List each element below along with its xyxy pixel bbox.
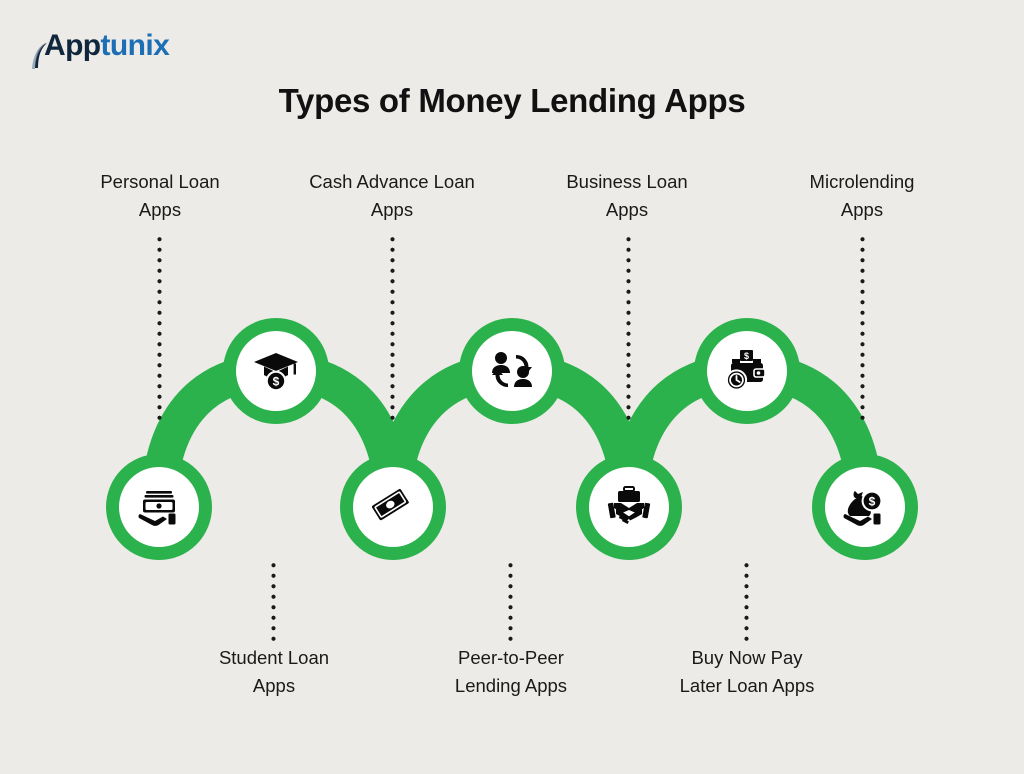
label-personal-loan-apps: Personal Loan Apps [45,168,275,224]
node-icon-disc [589,467,669,547]
label-line-1: Peer-to-Peer [458,647,564,668]
label-line-2: Later Loan Apps [679,675,815,696]
dotted-connector-2 [271,560,276,646]
label-line-1: Microlending [809,171,915,192]
hand-holding-cash-icon [138,491,176,526]
label-line-1: Cash Advance Loan [309,171,475,192]
apptunix-logo[interactable]: Apptunix [30,26,170,69]
label-student-loan-apps: Student Loan Apps [159,644,389,700]
label-line-2: Apps [370,199,414,220]
hand-money-bag-icon: $ [843,490,883,526]
node-icon-disc: $ [707,331,787,411]
logo-text-app: App [44,29,101,62]
node-personal-loan-apps[interactable] [106,454,212,560]
dotted-connector-3 [390,234,395,420]
label-line-1: Buy Now Pay [691,647,803,668]
node-icon-disc: $ [825,467,905,547]
people-exchange-icon [492,352,532,388]
dotted-connector-5 [626,234,631,420]
label-peer-to-peer-lending-apps: Peer-to-Peer Lending Apps [396,644,626,700]
node-icon-disc [472,331,552,411]
label-business-loan-apps: Business Loan Apps [512,168,742,224]
node-icon-disc [353,467,433,547]
handshake-briefcase-icon [607,486,651,524]
label-line-1: Business Loan [566,171,688,192]
label-line-2: Apps [605,199,649,220]
logo-text-tunix: tunix [100,29,170,62]
label-line-1: Student Loan [218,647,330,668]
label-line-2: Apps [252,675,296,696]
node-student-loan-apps[interactable]: $ [223,318,329,424]
graduation-cap-dollar-icon: $ [254,353,298,392]
wallet-clock-icon: $ [725,350,766,391]
svg-text:$: $ [744,351,749,361]
label-line-2: Lending Apps [454,675,568,696]
dotted-connector-7 [860,234,865,420]
node-buy-now-pay-later-loan-apps[interactable]: $ [694,318,800,424]
node-peer-to-peer-lending-apps[interactable] [459,318,565,424]
label-cash-advance-loan-apps: Cash Advance Loan Apps [277,168,507,224]
label-line-1: Personal Loan [100,171,220,192]
label-line-2: Apps [138,199,182,220]
banknotes-icon [371,488,409,521]
dotted-connector-4 [508,560,513,646]
label-buy-now-pay-later-loan-apps: Buy Now Pay Later Loan Apps [632,644,862,700]
node-icon-disc [119,467,199,547]
page-title: Types of Money Lending Apps [278,82,746,119]
node-microlending-apps[interactable]: $ [812,454,918,560]
node-icon-disc: $ [236,331,316,411]
dotted-connector-1 [157,234,162,420]
label-line-2: Apps [840,199,884,220]
dotted-connector-6 [744,560,749,646]
node-business-loan-apps[interactable] [576,454,682,560]
svg-text:$: $ [273,375,280,389]
svg-text:$: $ [869,495,876,509]
label-microlending-apps: Microlending Apps [747,168,977,224]
node-cash-advance-loan-apps[interactable] [340,454,446,560]
